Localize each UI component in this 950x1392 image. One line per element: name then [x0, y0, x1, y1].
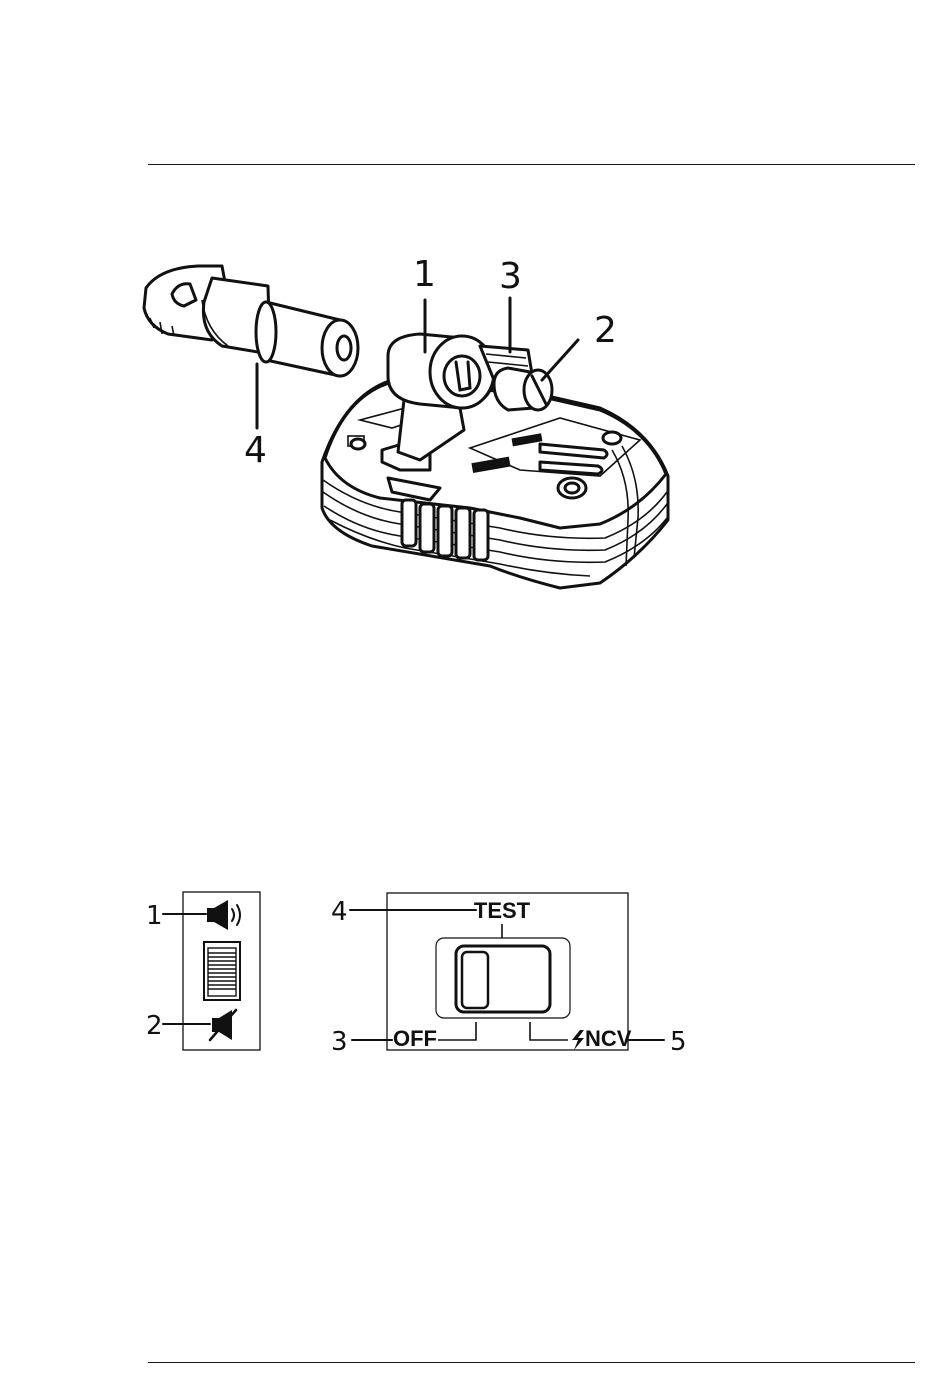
callout-4: 4: [244, 430, 267, 471]
callout-mode-5: 5: [670, 1027, 687, 1057]
callout-mode-4: 4: [331, 897, 348, 927]
screw: [494, 368, 552, 410]
ncv-label: NCV: [585, 1026, 632, 1051]
rocker-switch[interactable]: [436, 938, 570, 1018]
callout-1: 1: [413, 254, 436, 295]
test-label: TEST: [474, 898, 531, 923]
callout-3: 3: [499, 256, 522, 297]
mode-switch-panel: TEST OFF NCV 4 3 5: [331, 893, 687, 1057]
callout-sound-1: 1: [146, 901, 163, 931]
callout-2: 2: [594, 310, 617, 351]
device-figure: 1 2 3 4: [144, 254, 668, 588]
device-housing: [322, 380, 668, 588]
sound-switch-panel: 1 2: [146, 892, 260, 1050]
off-label: OFF: [393, 1026, 437, 1051]
probe-cap: [144, 266, 358, 376]
slide-switch[interactable]: [204, 942, 240, 1000]
callout-sound-2: 2: [146, 1011, 163, 1041]
callout-mode-3: 3: [331, 1027, 348, 1057]
leader-line-2: [542, 340, 578, 380]
